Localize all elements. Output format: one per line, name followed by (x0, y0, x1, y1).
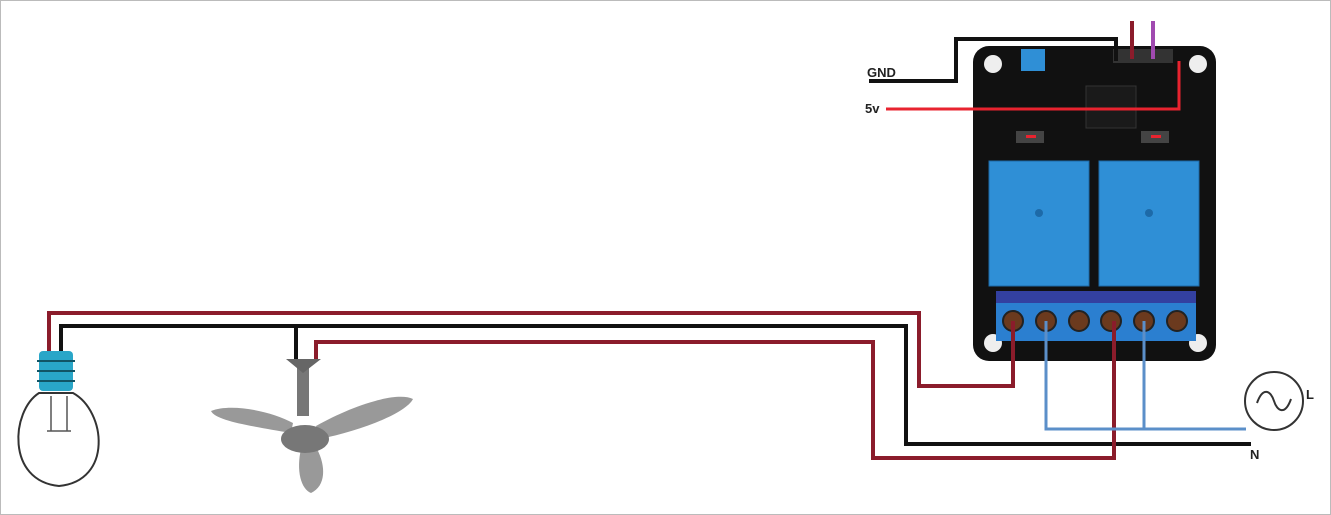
light-bulb-icon (17, 351, 100, 488)
gnd-wire (869, 37, 1118, 83)
live-supply-wire (1044, 321, 1246, 431)
ceiling-fan-icon (211, 359, 413, 493)
mount-hole (984, 55, 1002, 73)
live-label: L (1306, 387, 1314, 402)
mount-hole (1189, 55, 1207, 73)
neutral-wire (59, 324, 1251, 446)
gnd-label: GND (867, 65, 896, 80)
bulb-live-wire (47, 311, 1015, 388)
jumper (1021, 49, 1045, 71)
neutral-label: N (1250, 447, 1259, 462)
fan-live-wire (314, 321, 1116, 460)
vcc-wire (886, 61, 1181, 111)
vcc-label: 5v (865, 101, 880, 116)
ac-source-icon (1244, 371, 1304, 431)
optocouplers (1085, 85, 1137, 129)
relay-1 (988, 160, 1090, 287)
relay-2 (1098, 160, 1200, 287)
header-pins (1113, 49, 1173, 63)
relay-module (973, 46, 1216, 361)
